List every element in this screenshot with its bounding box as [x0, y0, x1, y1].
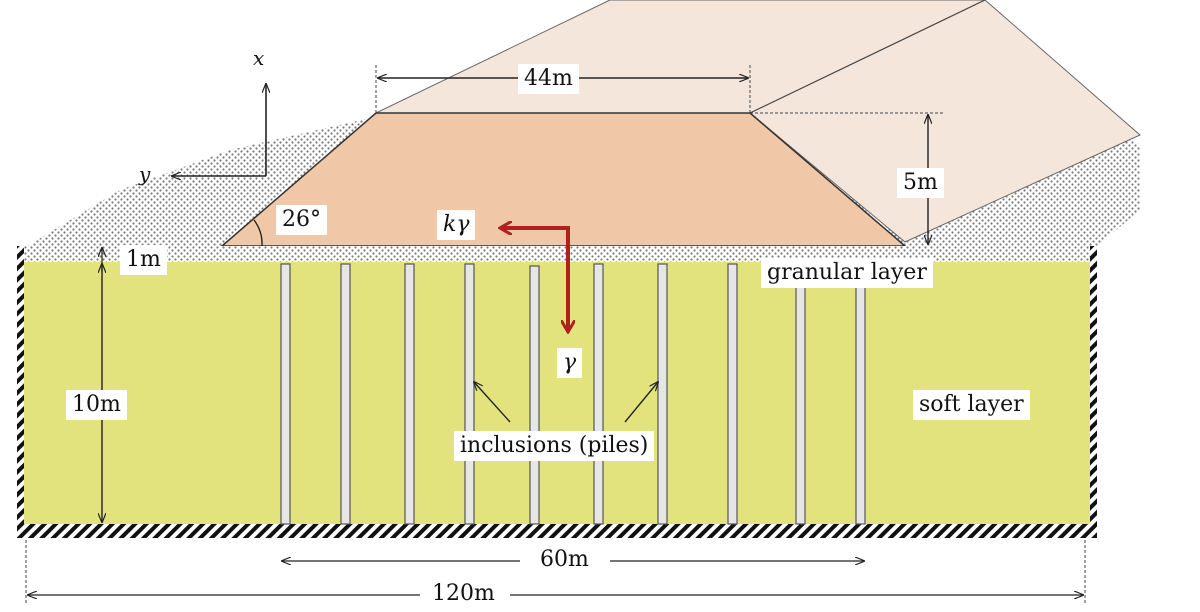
boundary-right: [1090, 246, 1097, 538]
pile-zone-width-label: 60m: [540, 547, 589, 572]
boundary-bottom: [17, 524, 1097, 538]
slope-angle-arc: [253, 219, 263, 247]
pile: [280, 263, 291, 525]
slope-angle-label: 26°: [276, 205, 327, 235]
pile-pointer-left: [474, 382, 511, 423]
crest-width-label: 44m: [518, 64, 579, 94]
pile: [593, 263, 604, 525]
granular-layer: [24, 246, 1097, 262]
soft-layer-label: soft layer: [913, 390, 1030, 420]
pile-pointer-right: [624, 382, 658, 423]
pile: [727, 263, 738, 525]
pile: [340, 263, 351, 525]
granular-layer-label: granular layer: [761, 258, 933, 288]
pile: [464, 263, 475, 525]
piles: [280, 263, 866, 525]
total-width-label: 120m: [432, 581, 495, 606]
soft-thickness-label: 10m: [66, 390, 127, 420]
height-label: 5m: [897, 168, 944, 198]
pile: [657, 263, 668, 525]
axis-system: [172, 84, 266, 176]
vertical-load-label: γ: [557, 348, 583, 378]
pile: [855, 281, 866, 525]
pile: [529, 265, 540, 525]
axis-y-label: y: [139, 162, 151, 186]
inclusions-label: inclusions (piles): [454, 431, 655, 461]
granular-thickness-label: 1m: [120, 245, 167, 275]
pile: [795, 281, 806, 525]
pile: [404, 263, 415, 525]
embankment-back-edge: [749, 0, 986, 114]
boundary-left: [17, 246, 24, 538]
load-arrows: [502, 228, 568, 330]
horizontal-load-label: kγ: [437, 210, 476, 240]
axis-x-label: x: [253, 46, 265, 70]
